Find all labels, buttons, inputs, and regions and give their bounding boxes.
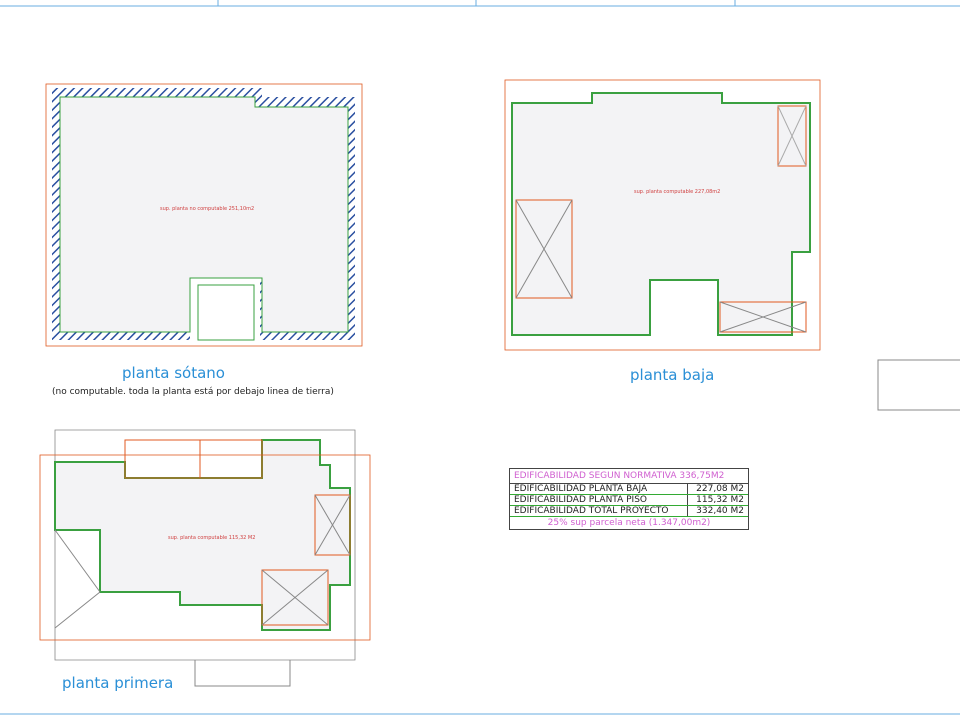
plan-baja: [504, 79, 821, 351]
plan-sotano: [45, 83, 363, 347]
plan-title-baja: planta baja: [630, 366, 715, 384]
plan-title-sotano: planta sótano: [122, 364, 225, 382]
plan-note-sotano: (no computable. toda la planta está por …: [52, 387, 334, 397]
area-label-primera: sup. planta computable 115,32 M2: [168, 535, 256, 541]
table-header: EDIFICABILIDAD SEGUN NORMATIVA 336,75M2: [510, 469, 748, 484]
area-label-sotano: sup. planta no computable 251,10m2: [160, 206, 255, 212]
legend-box: [877, 359, 960, 411]
plan-title-primera: planta primera: [62, 674, 174, 692]
table-footer: 25% sup parcela neta (1.347,00m2): [547, 518, 711, 528]
area-label-baja: sup. planta computable 227,08m2: [634, 189, 721, 195]
buildability-table: EDIFICABILIDAD SEGUN NORMATIVA 336,75M2 …: [509, 468, 749, 530]
plan-primera: [39, 429, 371, 687]
